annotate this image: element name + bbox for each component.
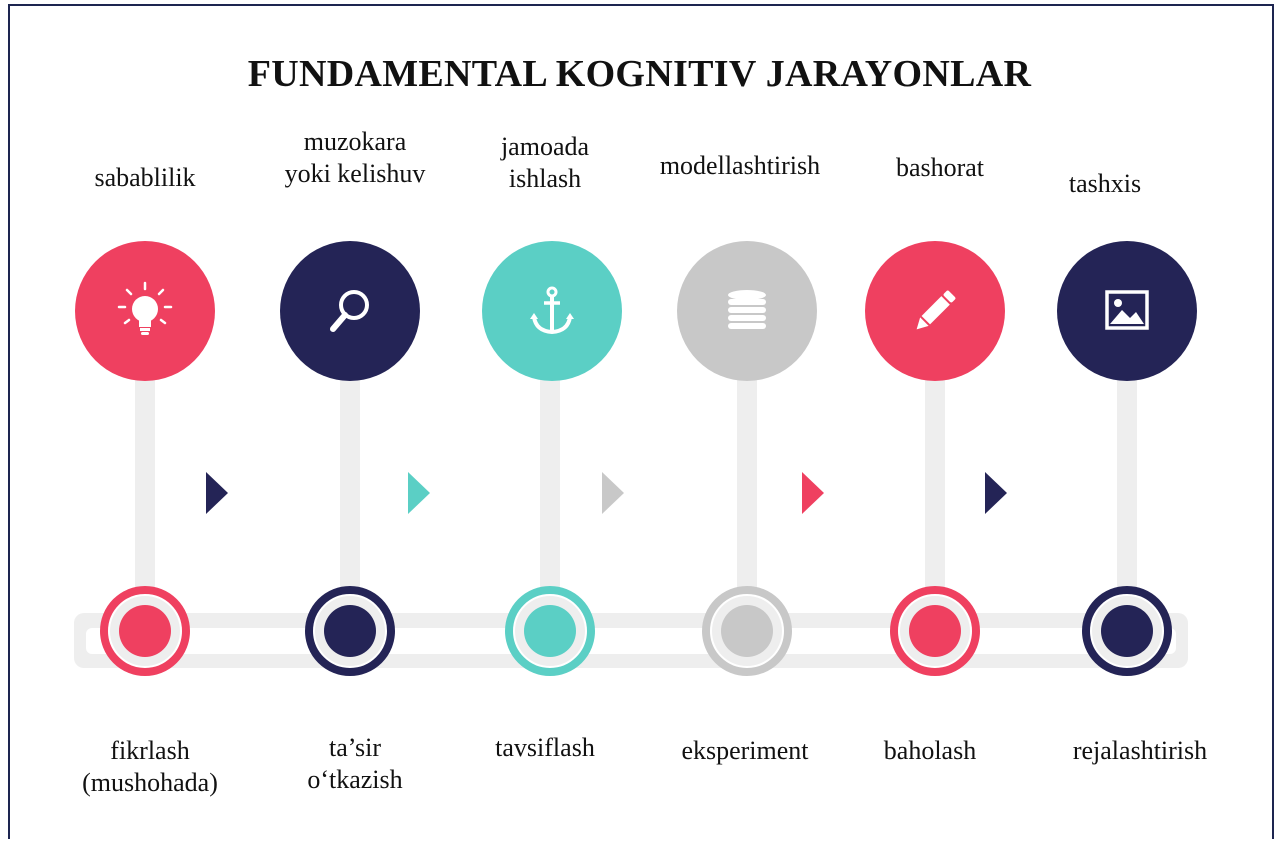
anchor-icon: [530, 286, 574, 335]
bottom-label-6: rejalashtirish: [1072, 736, 1208, 765]
bottom-label-2: ta’sir o‘tkazish: [307, 733, 403, 794]
node-2: [305, 586, 395, 676]
stem-6: [1117, 360, 1137, 610]
bottom-label-3: tavsiflash: [495, 733, 595, 762]
node-3: [505, 586, 595, 676]
diagram-frame: [8, 4, 1274, 839]
node-6: [1082, 586, 1172, 676]
lightbulb-icon: [117, 281, 173, 335]
image-icon: [1105, 290, 1149, 330]
step-2-circle: [280, 241, 420, 381]
top-label-6: tashxis: [1068, 169, 1142, 198]
stem-4: [737, 360, 757, 610]
step-1-circle: [75, 241, 215, 381]
top-label-3: jamoada ishlash: [500, 132, 590, 193]
node-5: [890, 586, 980, 676]
arrow-3: [602, 472, 624, 514]
top-label-1: sabablilik: [94, 163, 196, 192]
timeline-track-inner: [86, 628, 1176, 654]
database-icon: [728, 290, 766, 329]
node-1: [100, 586, 190, 676]
bottom-label-4: eksperiment: [681, 736, 809, 765]
step-6-circle: [1057, 241, 1197, 381]
stem-2: [340, 360, 360, 610]
arrow-1: [206, 472, 228, 514]
step-4-circle: [677, 241, 817, 381]
diagram-title: FUNDAMENTAL KOGNITIV JARAYONLAR: [247, 53, 1032, 95]
stem-1: [135, 360, 155, 610]
stem-3: [540, 360, 560, 610]
step-5-circle: [865, 241, 1005, 381]
top-label-4: modellashtirish: [659, 151, 821, 180]
step-3-circle: [482, 241, 622, 381]
arrow-4: [802, 472, 824, 514]
pencil-icon: [916, 290, 956, 330]
arrow-2: [408, 472, 430, 514]
magnifier-icon: [330, 290, 369, 332]
top-label-5: bashorat: [895, 153, 985, 182]
bottom-label-1: fikrlash (mushohada): [82, 736, 218, 797]
node-4: [702, 586, 792, 676]
arrow-5: [985, 472, 1007, 514]
top-label-2: muzokara yoki kelishuv: [284, 127, 426, 188]
bottom-label-5: baholash: [883, 736, 977, 765]
stem-5: [925, 360, 945, 610]
